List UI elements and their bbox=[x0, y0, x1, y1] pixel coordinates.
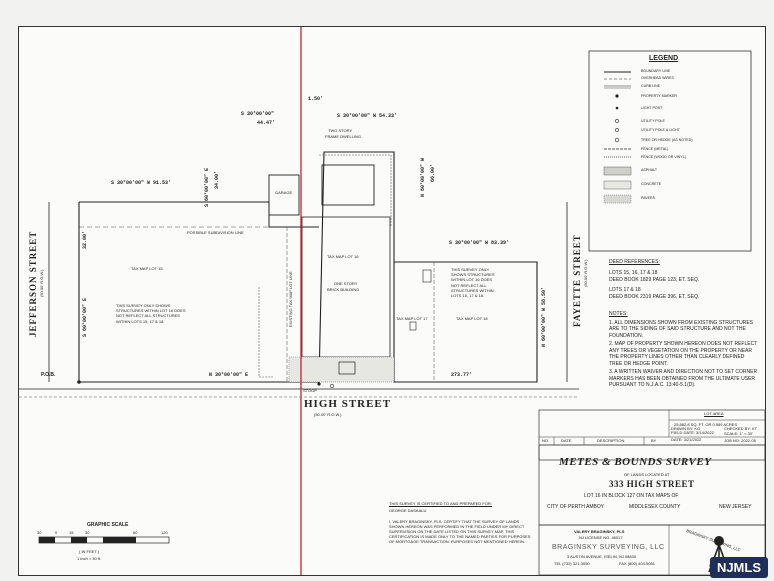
high-street-label: HIGH STREET bbox=[304, 398, 392, 410]
surveyor-name: VALERY BRAGINSKY, PLS bbox=[574, 529, 625, 534]
utility-pole bbox=[330, 384, 334, 388]
graphic-scale-bar bbox=[38, 536, 170, 544]
scale-ratio: 1 inch = 30 ft. bbox=[77, 556, 102, 561]
field-date: FIELD DATE: 3/14/2022 bbox=[671, 430, 714, 435]
surveyor-license: NJ LICENSE NO. 46017 bbox=[579, 535, 623, 540]
deed-references: DEED REFERENCES: LOTS 15, 16, 17 & 18 DE… bbox=[609, 259, 700, 300]
scale-tick-2: 15 bbox=[69, 530, 74, 535]
tax-lot-18-label: TAX MAP LOT 18 bbox=[456, 316, 488, 321]
rev-desc: DESCRIPTION bbox=[597, 438, 625, 443]
revision-table bbox=[538, 409, 765, 461]
fayette-row-label: (50.00' R.O.W.) bbox=[583, 259, 588, 287]
drawing-check: CHECKED BY: KT SCALE: 1" = 30' bbox=[724, 426, 758, 436]
njmls-watermark: NJMLS bbox=[709, 557, 768, 578]
lot-block: LOT 16 IN BLOCK 127 ON TAX MAPS OF bbox=[584, 493, 679, 499]
garage-outline bbox=[268, 174, 300, 216]
stoop-outline bbox=[338, 361, 356, 375]
one-story-label: ONE STORY bbox=[334, 281, 358, 286]
two-story-dwelling-outline bbox=[321, 164, 375, 206]
drawing-dates: DATE: 3/21/2022 bbox=[671, 437, 702, 442]
bearing-3200: 32.00' bbox=[82, 230, 88, 249]
notes-block: NOTES: 1. ALL DIMENSIONS SHOWN FROM EXIS… bbox=[609, 311, 758, 388]
survey-drawing bbox=[19, 27, 765, 575]
scale-tick-1: 0 bbox=[55, 530, 58, 535]
scale-tick-4: 60 bbox=[133, 530, 138, 535]
bearing-s30-5433: S 30°00'00" W 54.33' bbox=[337, 113, 398, 119]
garage-label: GARAGE bbox=[275, 190, 293, 195]
structure-box-2 bbox=[409, 321, 417, 331]
structure-box-1 bbox=[422, 269, 432, 283]
county: MIDDLESEX COUNTY bbox=[629, 504, 681, 510]
existing-lot-line-label: EXISTING TAX MAP LOT LINE bbox=[288, 271, 293, 327]
fence-top bbox=[319, 154, 392, 227]
survey-note-right: THIS SURVEY ONLY SHOWS STRUCTURES WITHIN… bbox=[451, 267, 495, 298]
survey-sheet: JEFFERSON STREET (50.00' R.O.W.) FAYETTE… bbox=[18, 26, 766, 576]
bearing-s30-9153: S 30°00'00" W 91.53' bbox=[111, 180, 172, 186]
bearing-4447: 44.47' bbox=[257, 120, 276, 126]
drawing-info: DRAWN BY: KG bbox=[671, 426, 701, 431]
high-row-label: (50.00' R.O.W.) bbox=[314, 412, 342, 417]
bearing-n60-5850: N 60°00'00" W 58.50' bbox=[541, 286, 547, 347]
scale-tick-3: 30 bbox=[85, 530, 90, 535]
legend-box bbox=[588, 50, 752, 252]
jefferson-street-label: JEFFERSON STREET bbox=[28, 230, 38, 337]
of-lands-label: OF LANDS LOCATED AT bbox=[624, 472, 670, 477]
jefferson-row-label: (50.00' R.O.W.) bbox=[39, 269, 44, 297]
fence-left bbox=[258, 287, 274, 378]
bearing-n60-w: N 60°00'00" W bbox=[420, 157, 426, 197]
bearing-6600: 66.00' bbox=[430, 163, 436, 182]
bearing-s30-8339: S 30°00'00" W 83.39' bbox=[449, 240, 510, 246]
rev-by: BY bbox=[651, 438, 657, 443]
bearing-s60-e-left: S 60°00'00" E bbox=[82, 297, 88, 337]
company-phone: TEL (732) 321-3050 bbox=[554, 561, 590, 566]
company-address: 3 AUSTIN AVENUE, ISELIN, NJ 08830 bbox=[567, 554, 637, 559]
lot-15-boundary bbox=[79, 201, 319, 228]
rev-no: NO. bbox=[542, 438, 550, 443]
bearing-n30-e: N 30°00'00" E bbox=[209, 372, 249, 378]
scale-tick-0: 30 bbox=[37, 530, 42, 535]
certified-to-label: THIS SURVEY IS CERTIFIED TO AND PREPARED… bbox=[389, 501, 492, 506]
property-marker-pob bbox=[77, 380, 81, 384]
bearing-150: 1.50' bbox=[308, 96, 324, 102]
light-post bbox=[317, 382, 321, 386]
city: CITY OF PERTH AMBOY bbox=[547, 504, 605, 510]
address: 333 HIGH STREET bbox=[609, 479, 695, 489]
stoop-label: STOOP bbox=[303, 388, 317, 393]
legend-list: BOUNDARY LINE OVERHEAD WIRES CURB LINE P… bbox=[641, 69, 693, 200]
bearing-s30-top: S 30°00'00" bbox=[241, 111, 275, 117]
state: NEW JERSEY bbox=[719, 504, 752, 510]
scale-tick-5: 120 bbox=[161, 530, 168, 535]
fayette-street-label: FAYETTE STREET bbox=[572, 234, 582, 327]
survey-title: METES & BOUNDS SURVEY bbox=[559, 456, 712, 468]
concrete-area bbox=[288, 356, 395, 383]
lot-area-value: 25,882.8 SQ. FT. OR 0.589 ACRES bbox=[674, 422, 738, 427]
bearing-s60-e: S 60°00'00" E bbox=[204, 167, 210, 207]
company-block-box bbox=[538, 524, 765, 575]
tax-lot-17-label: TAX MAP LOT 17 bbox=[396, 316, 428, 321]
company-name: BRAGINSKY SURVEYING, LLC bbox=[552, 544, 665, 551]
legend-title: LEGEND bbox=[649, 55, 679, 62]
lot-area-label: LOT AREA bbox=[704, 411, 724, 416]
survey-note-left: THIS SURVEY ONLY SHOWS STRUCTURES WITHIN… bbox=[116, 303, 186, 324]
tax-lot-15-label: TAX MAP LOT 15 bbox=[131, 266, 163, 271]
job-no: JOB NO: 2022-05 bbox=[724, 438, 756, 443]
frame-dwelling-label: FRAME DWELLING bbox=[325, 134, 362, 139]
certification-text: I, VALERY BRAGINSKY, PLS, CERTIFY THAT T… bbox=[389, 519, 531, 544]
graphic-scale-title: GRAPHIC SCALE bbox=[87, 522, 129, 528]
rev-date: DATE bbox=[561, 438, 572, 443]
scale-unit: ( IN FEET ) bbox=[79, 549, 100, 554]
bearing-27377: 273.77' bbox=[451, 372, 473, 378]
certified-name: GEORGE DASKALU bbox=[389, 508, 427, 513]
company-fax: FAX (800) 404-5051 bbox=[619, 561, 656, 566]
brick-building-label: BRICK BUILDING bbox=[327, 287, 360, 292]
bearing-3400: 34.00' bbox=[214, 170, 220, 189]
subdivision-line-label: POSSIBLE SUBDIVISION LINE bbox=[187, 230, 244, 235]
tax-lot-16-label: TAX MAP LOT 16 bbox=[327, 254, 359, 259]
two-story-label: TWO STORY bbox=[328, 128, 353, 133]
pob-label: P.O.B. bbox=[41, 372, 56, 378]
boundary-line bbox=[78, 151, 538, 383]
